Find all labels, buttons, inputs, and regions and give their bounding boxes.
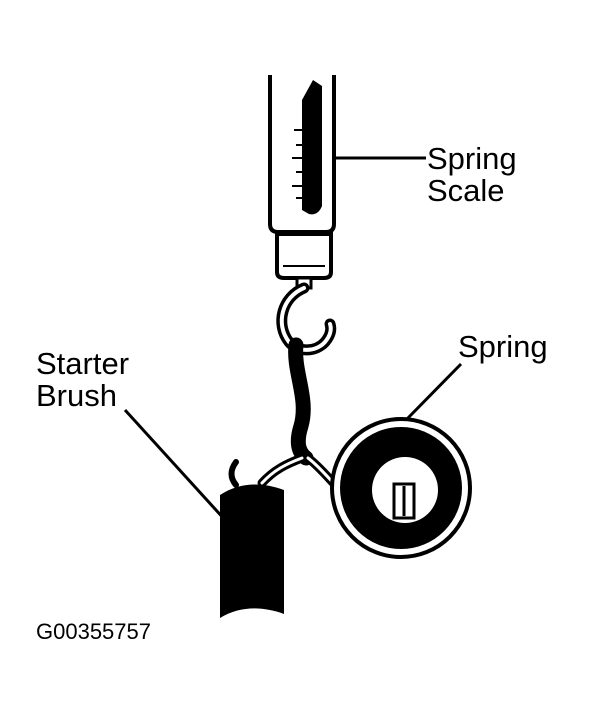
spring-scale-graduations <box>292 129 320 199</box>
leader-line-spring <box>404 362 463 422</box>
spring-scale <box>268 75 337 356</box>
spring-arm-strap <box>288 337 314 466</box>
starter-brush <box>220 459 284 618</box>
label-starter-brush: Starter Brush <box>36 346 130 413</box>
label-spring: Spring <box>458 329 548 364</box>
spring-scale-collar <box>275 232 333 280</box>
starter-brush-tip <box>228 459 239 488</box>
spring-coil <box>330 417 472 559</box>
starter-brush-body <box>220 484 284 618</box>
label-spring-scale: Spring Scale <box>427 141 517 208</box>
leader-line-starter-brush <box>123 408 238 534</box>
spring-arm-left-wire-inner <box>260 456 304 485</box>
spring-scale-pointer-bar <box>302 80 322 215</box>
leader-lines <box>123 156 463 534</box>
spring-scale-hook-inner <box>279 286 333 352</box>
figure-id: G00355757 <box>36 619 151 644</box>
spring-arm <box>257 337 345 495</box>
